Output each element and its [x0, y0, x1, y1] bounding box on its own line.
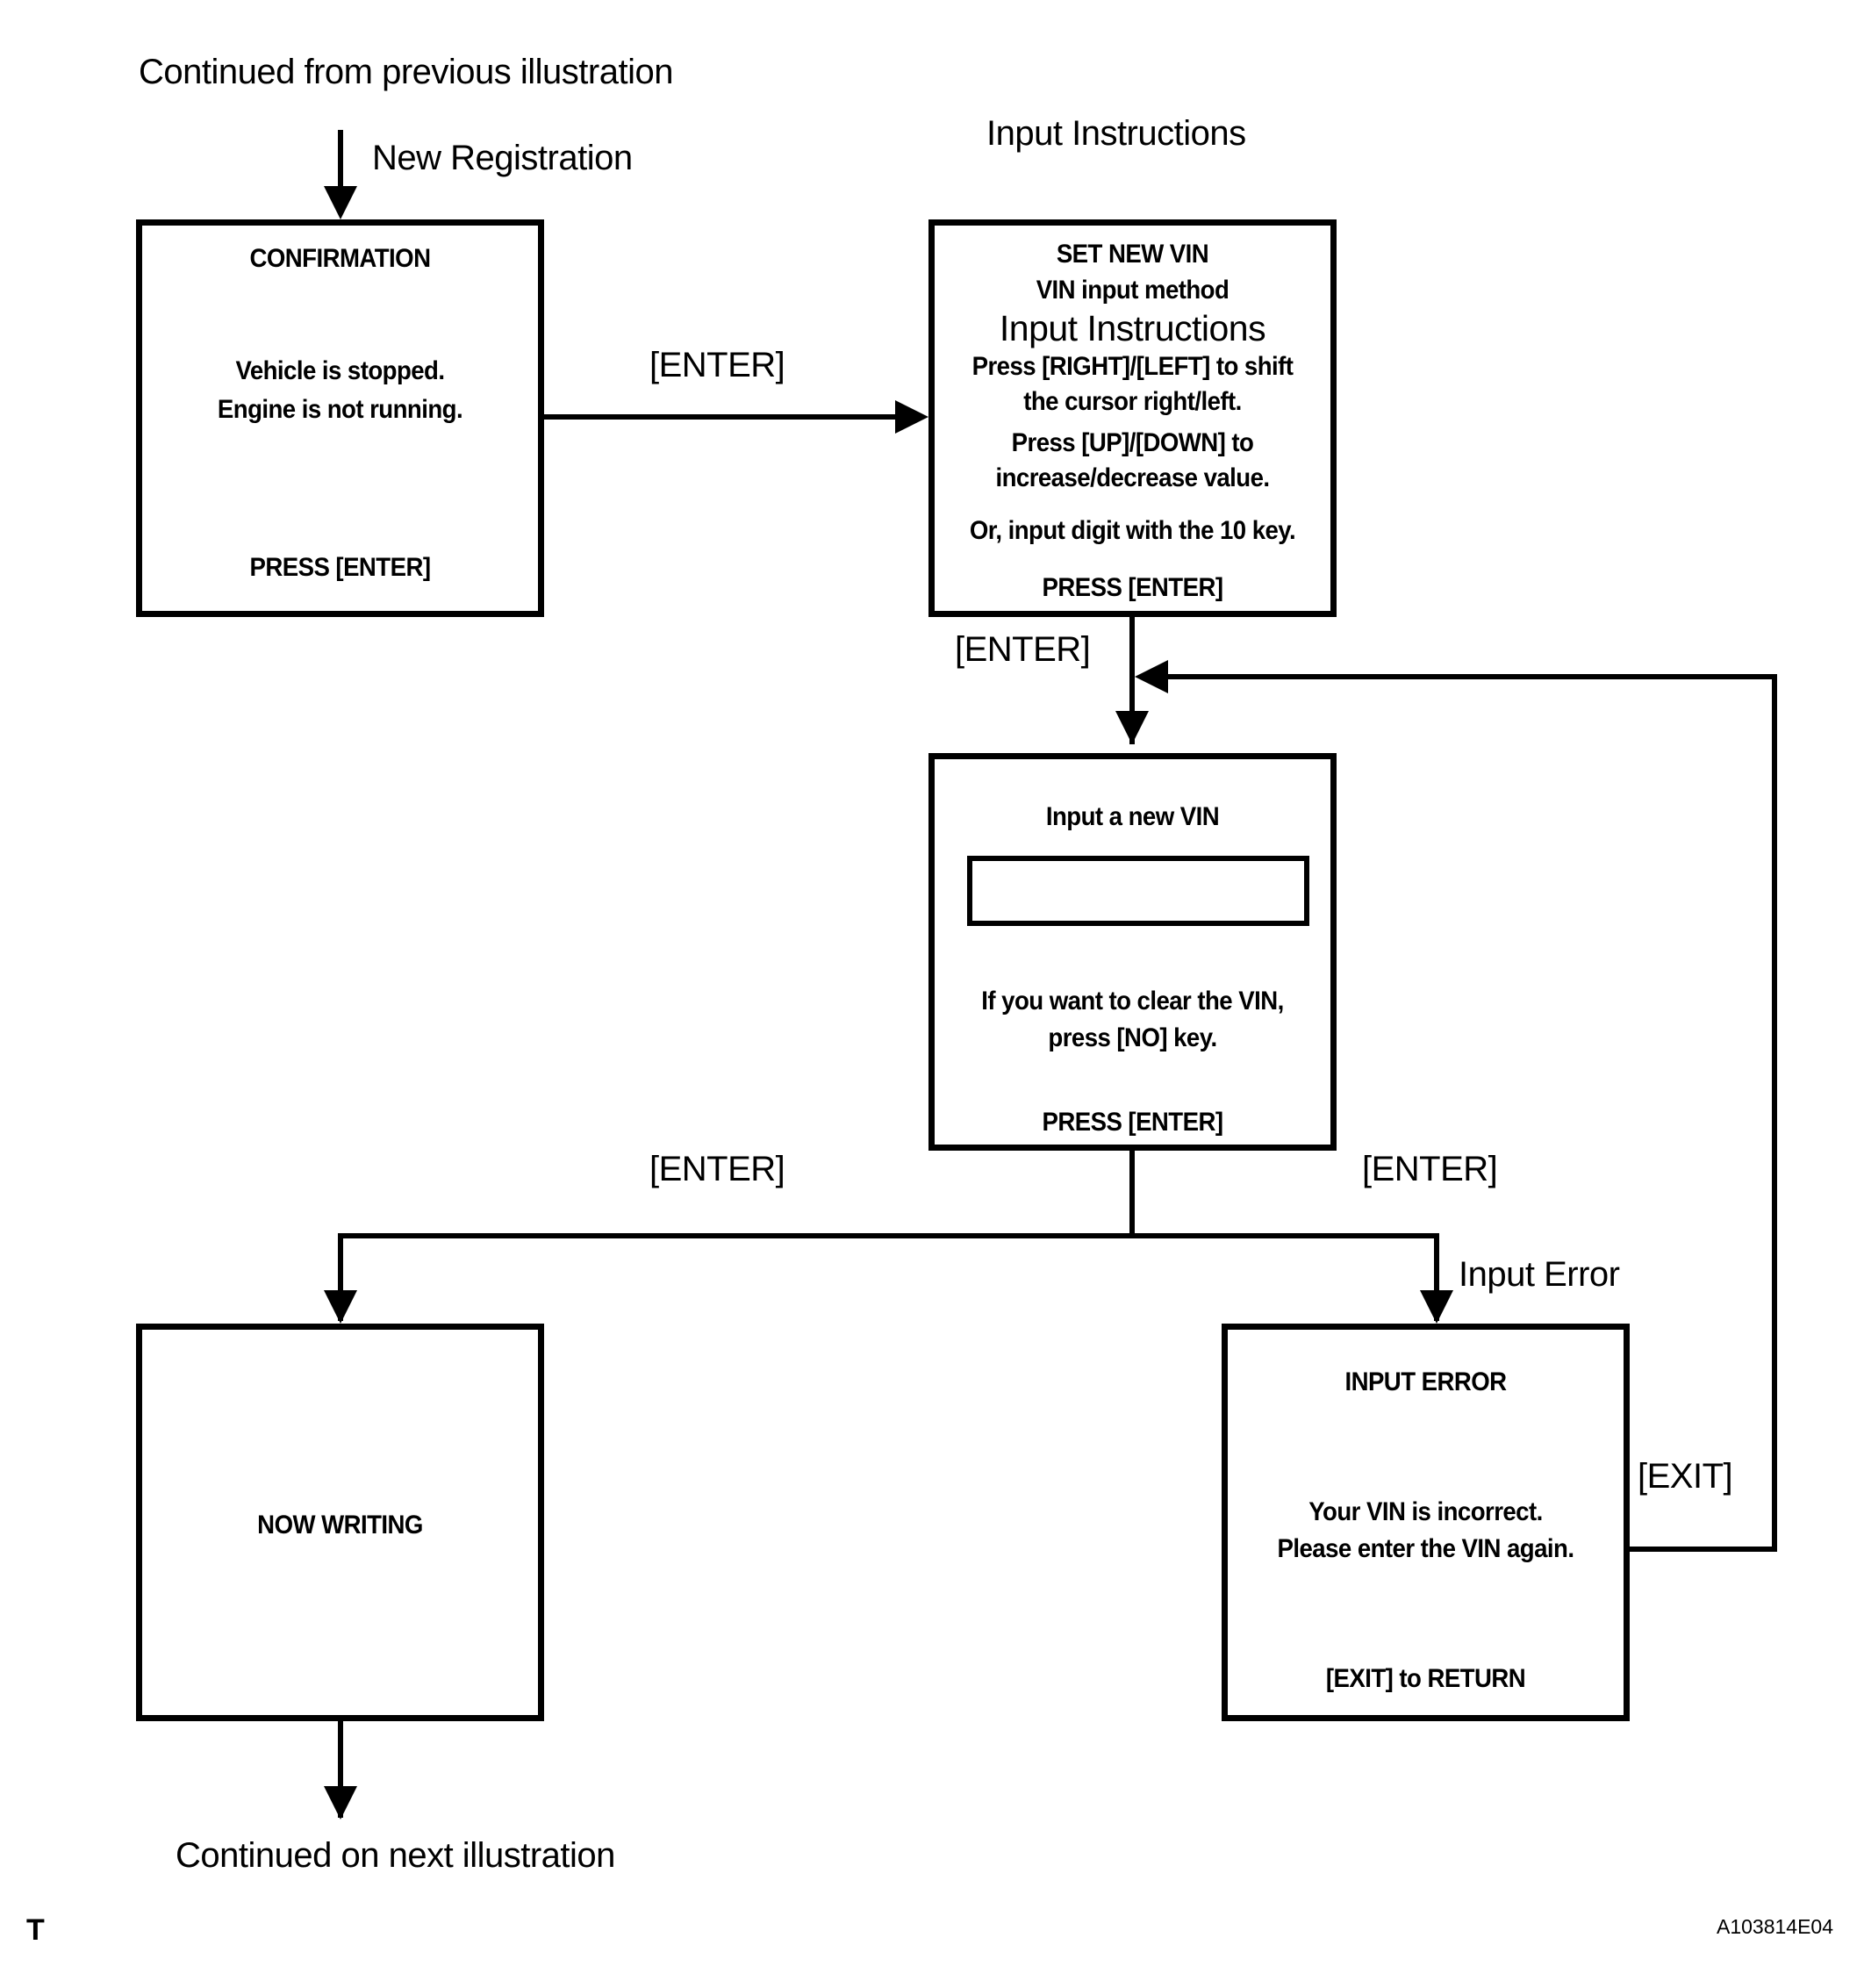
setvin-heading: Input Instructions [999, 308, 1266, 348]
setvin-line-2: the cursor right/left. [1023, 387, 1242, 416]
confirmation-line-1: Vehicle is stopped. [235, 356, 445, 385]
screen-now-writing: NOW WRITING [136, 1324, 544, 1721]
setvin-subtitle: VIN input method [1036, 276, 1230, 305]
edge-label-input-error: Input Error [1459, 1255, 1620, 1294]
screen-confirmation: CONFIRMATION Vehicle is stopped. Engine … [136, 219, 544, 617]
setvin-title: SET NEW VIN [1056, 240, 1209, 269]
setvin-line-5: Or, input digit with the 10 key. [969, 516, 1296, 545]
connector-confirmation-to-setvin-arrowhead [895, 400, 928, 434]
connector-branch-right-arrowhead [1420, 1290, 1453, 1324]
connector-branch-left-drop [338, 1233, 343, 1321]
connector-exit-from-error-box [1617, 1547, 1777, 1552]
connector-branch-left-arrowhead [324, 1290, 357, 1324]
corner-mark-t: T [26, 1913, 45, 1947]
inputvin-line-1: If you want to clear the VIN, [981, 987, 1284, 1016]
screen-set-new-vin: SET NEW VIN VIN input method Input Instr… [928, 219, 1337, 617]
inputerror-footer: [EXIT] to RETURN [1325, 1664, 1526, 1693]
connector-entry-line [338, 130, 343, 193]
continued-on-next-label: Continued on next illustration [176, 1836, 615, 1875]
connector-confirmation-to-setvin [544, 414, 907, 420]
continued-from-previous-label: Continued from previous illustration [139, 53, 673, 91]
inputvin-line-2: press [NO] key. [1048, 1023, 1217, 1052]
confirmation-footer: PRESS [ENTER] [249, 553, 432, 582]
inputerror-line-2: Please enter the VIN again. [1277, 1534, 1574, 1563]
figure-code: A103814E04 [1717, 1915, 1834, 1938]
connector-setvin-to-inputvin-arrowhead [1115, 711, 1149, 744]
inputvin-footer: PRESS [ENTER] [1042, 1108, 1224, 1137]
connector-exit-return-vertical [1772, 674, 1777, 1552]
connector-setvin-to-inputvin [1129, 617, 1135, 744]
confirmation-line-2: Engine is not running. [217, 395, 463, 424]
screen-input-new-vin: Input a new VIN If you want to clear the… [928, 753, 1337, 1151]
inputerror-title: INPUT ERROR [1344, 1367, 1507, 1396]
inputerror-line-1: Your VIN is incorrect. [1308, 1497, 1543, 1526]
connector-branch-right-drop [1434, 1233, 1439, 1321]
setvin-footer: PRESS [ENTER] [1042, 573, 1224, 602]
edge-label-new-registration: New Registration [372, 139, 633, 177]
inputvin-title: Input a new VIN [1045, 802, 1220, 831]
setvin-line-3: Press [UP]/[DOWN] to [1011, 428, 1254, 457]
vin-input-field[interactable] [967, 856, 1309, 926]
connector-exit-return-arrowhead [1135, 660, 1168, 693]
connector-entry-arrowhead [324, 186, 357, 219]
section-title-input-instructions: Input Instructions [986, 114, 1246, 153]
screen-input-error: INPUT ERROR Your VIN is incorrect. Pleas… [1222, 1324, 1630, 1721]
edge-label-enter-2: [ENTER] [955, 630, 1091, 669]
setvin-line-1: Press [RIGHT]/[LEFT] to shift [971, 352, 1294, 381]
setvin-line-4: increase/decrease value. [995, 463, 1270, 492]
edge-label-enter-left: [ENTER] [649, 1150, 785, 1188]
connector-branch-horizontal [338, 1233, 1439, 1238]
nowwriting-title: NOW WRITING [257, 1511, 423, 1539]
connector-exit-return-horizontal [1163, 674, 1777, 679]
edge-label-exit: [EXIT] [1638, 1457, 1733, 1496]
edge-label-enter-right: [ENTER] [1362, 1150, 1498, 1188]
connector-branch-stem [1129, 1151, 1135, 1238]
connector-nowwriting-exit-arrowhead [324, 1786, 357, 1819]
edge-label-enter-1: [ENTER] [649, 346, 785, 384]
confirmation-title: CONFIRMATION [249, 244, 432, 273]
connector-nowwriting-exit-line [338, 1721, 343, 1818]
